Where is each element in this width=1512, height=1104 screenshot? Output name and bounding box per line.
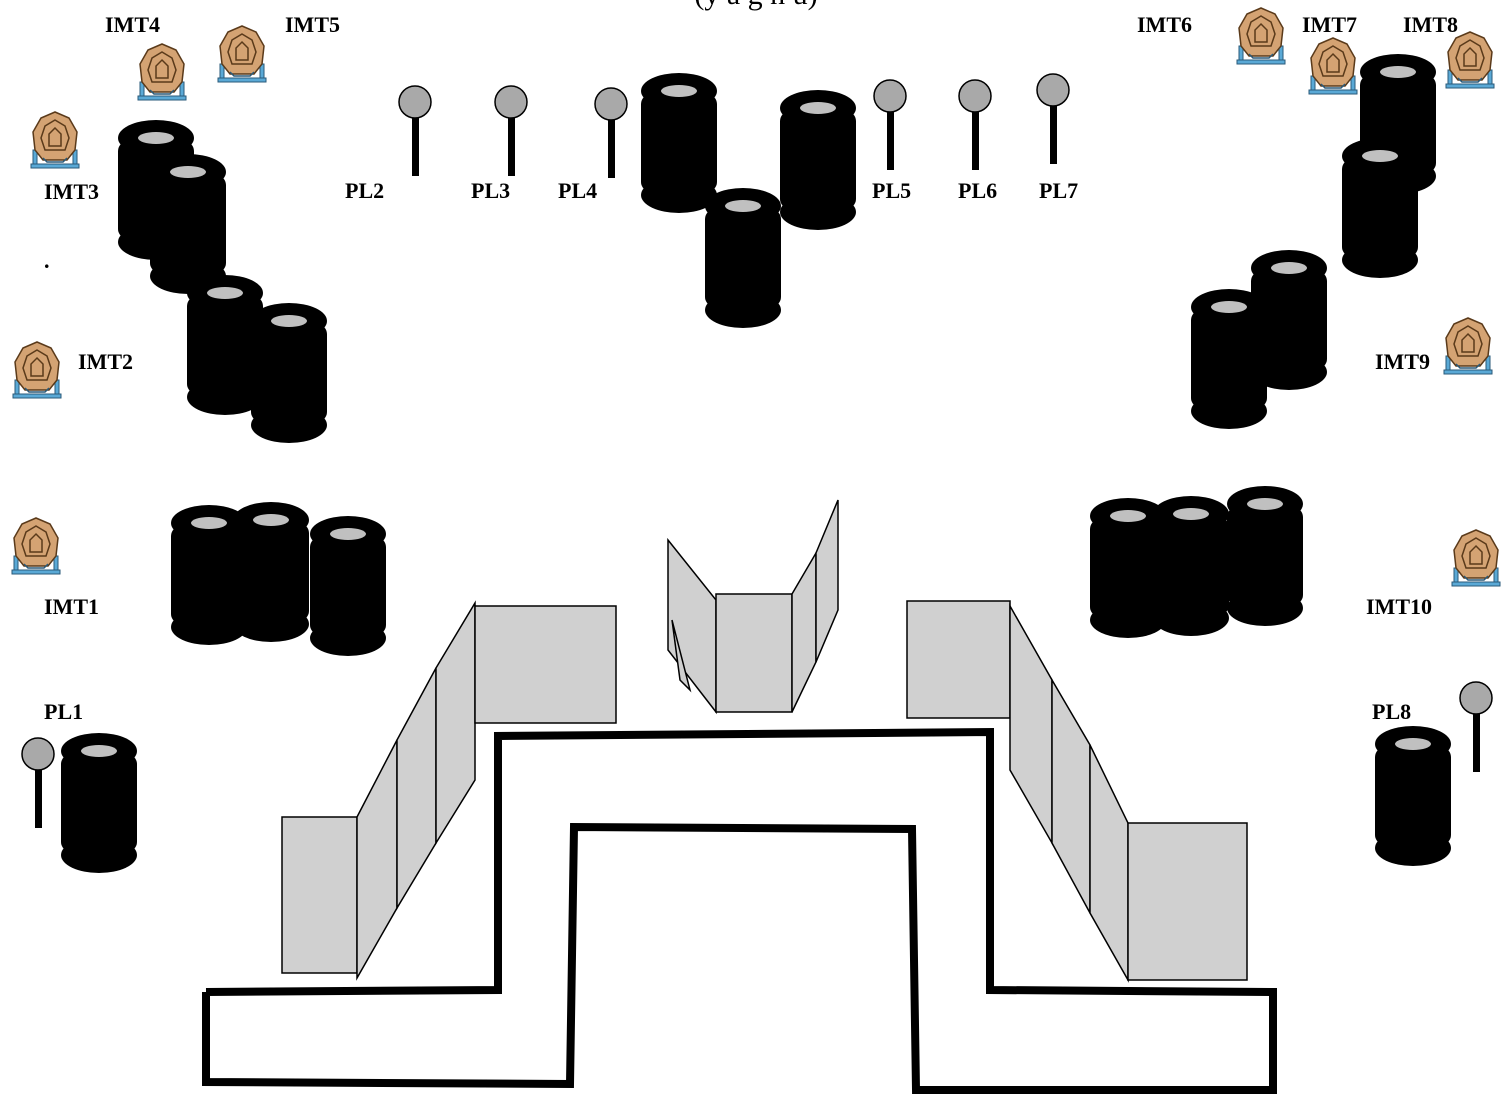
pole-label: PL2 [345,178,384,203]
target-icon [1444,318,1492,374]
target-label: IMT7 [1302,12,1357,37]
poles [22,74,1492,828]
wall-panel [475,606,616,723]
target-icon [218,26,266,82]
target-label: IMT5 [285,12,340,37]
target-label: IMT9 [1375,349,1430,374]
target-label: IMT6 [1137,12,1192,37]
wall-panel [357,740,397,978]
wall-panel [792,553,816,712]
pole-label: PL1 [44,699,83,724]
target-icon [31,112,79,168]
wall-panel [816,500,838,662]
wall-panel [436,603,475,843]
tire-stack [1375,726,1451,866]
left-wall [282,603,616,978]
tire-stack [1227,486,1303,626]
pole-icon [1037,74,1069,164]
wall-panel [668,540,716,712]
target-icon [138,44,186,100]
wall-panel [907,601,1010,718]
center-wall [668,500,838,712]
target-label: IMT4 [105,12,160,37]
wall-panel [1052,680,1090,913]
tire-stack [705,188,781,328]
tire-stack [780,90,856,230]
target-label: IMT10 [1366,594,1432,619]
target-icon [1237,8,1285,64]
pole-label: PL5 [872,178,911,203]
tire-stack [150,154,226,294]
stray-mark: . [44,248,50,273]
pole-label: PL4 [558,178,597,203]
target-label: IMT8 [1403,12,1458,37]
target-icon [1309,38,1357,94]
tire-stack [1191,289,1267,429]
wall-panel [282,817,357,973]
target-icon [1452,530,1500,586]
target-icon [1446,32,1494,88]
right-wall [907,601,1247,980]
pole-icon [959,80,991,170]
diagram-title: (y a g n u) [0,0,1512,12]
tire-stack [310,516,386,656]
pole-label: PL8 [1372,699,1411,724]
wall-panel [397,668,436,908]
target-label: IMT2 [78,349,133,374]
tire-stack [61,733,137,873]
pole-icon [399,86,431,176]
tire-stack [641,73,717,213]
tire-stack [1153,496,1229,636]
tire-stack [251,303,327,443]
pole-icon [22,738,54,828]
pole-icon [874,80,906,170]
wall-panel [1128,823,1247,980]
pole-icon [1460,682,1492,772]
pole-label: PL6 [958,178,997,203]
pole-icon [595,88,627,178]
target-label: IMT3 [44,179,99,204]
pole-label: PL3 [471,178,510,203]
pole-label: PL7 [1039,178,1078,203]
wall-panel [716,594,792,712]
target-icon [13,342,61,398]
wall-panel [1090,745,1128,980]
pole-icon [495,86,527,176]
tire-stack [1342,138,1418,278]
tire-stack [233,502,309,642]
target-icon [12,518,60,574]
tire-stacks [61,54,1451,873]
target-label: IMT1 [44,594,99,619]
wall-panel [1010,606,1052,843]
